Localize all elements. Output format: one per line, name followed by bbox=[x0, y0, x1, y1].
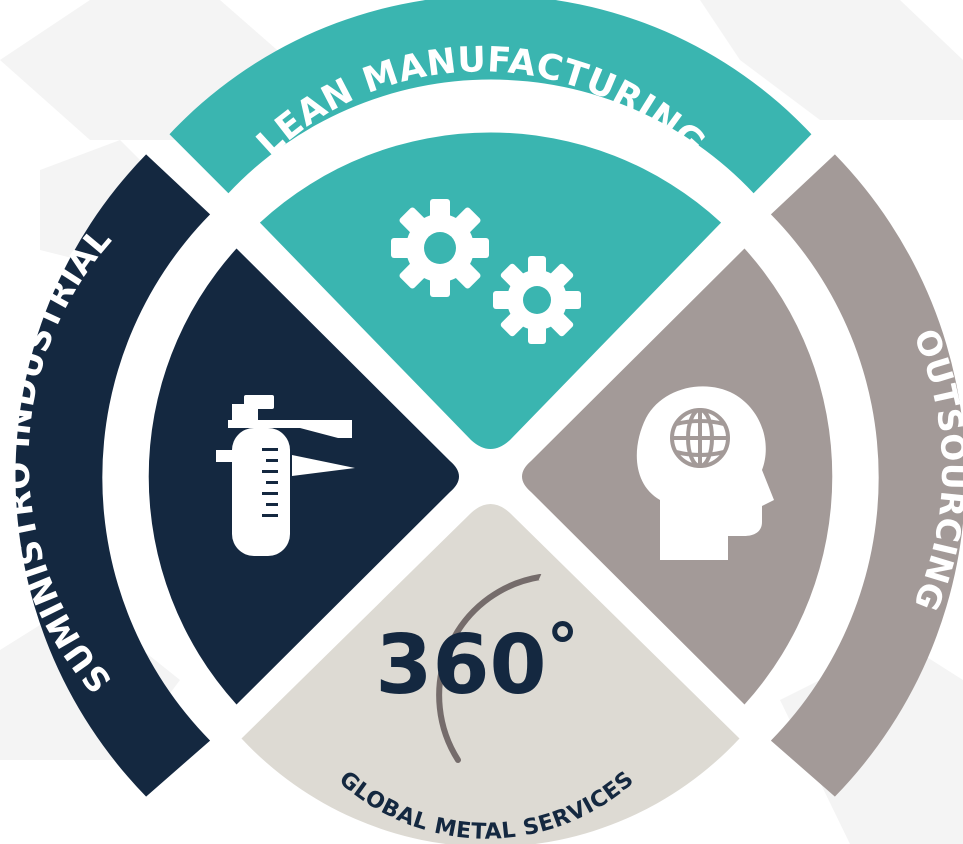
head-globe-icon bbox=[636, 386, 774, 560]
360-ring-icon bbox=[436, 574, 603, 763]
center-number: 360° bbox=[375, 611, 578, 713]
quadrant-lean-manufacturing[interactable] bbox=[259, 132, 722, 449]
quadrant-global-metal-services[interactable] bbox=[241, 504, 740, 844]
caliper-icon bbox=[216, 395, 355, 556]
gears-icon bbox=[391, 199, 581, 344]
band-suministro-industrial[interactable] bbox=[15, 154, 211, 797]
band-outsourcing[interactable] bbox=[770, 154, 963, 797]
band-lean-manufacturing[interactable] bbox=[169, 0, 812, 194]
quadrant-suministro-industrial[interactable] bbox=[148, 248, 459, 705]
